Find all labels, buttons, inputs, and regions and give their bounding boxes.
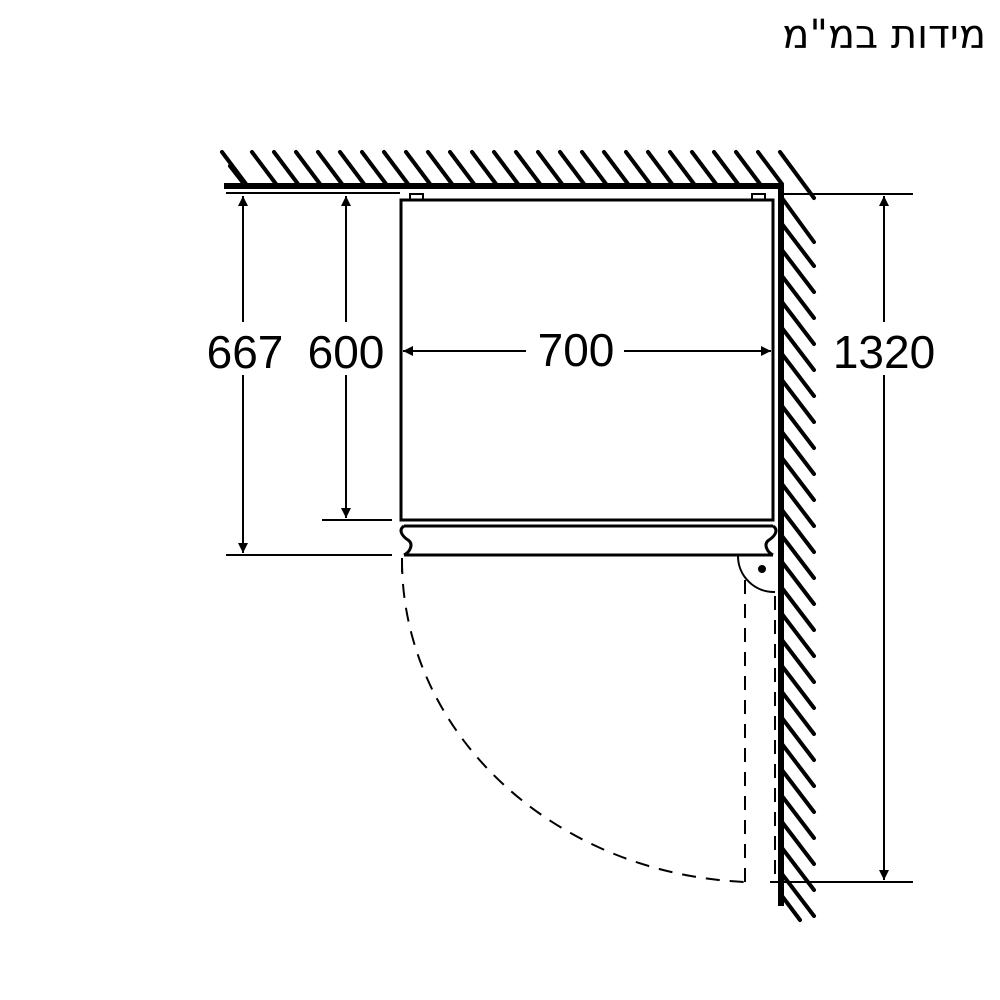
dim-600-label: 600: [308, 326, 385, 378]
dim-667-label: 667: [207, 326, 284, 378]
dim-700-label: 700: [538, 324, 615, 376]
door-swing-arc: [400, 558, 776, 883]
hinge-symbol: [737, 555, 776, 594]
appliance-door: [399, 518, 778, 557]
top-wall-hatch: [220, 150, 816, 200]
right-wall-hatch: [780, 196, 816, 922]
units-title: מידות במ"מ: [782, 12, 986, 58]
dim-1320-label: 1320: [833, 326, 935, 378]
